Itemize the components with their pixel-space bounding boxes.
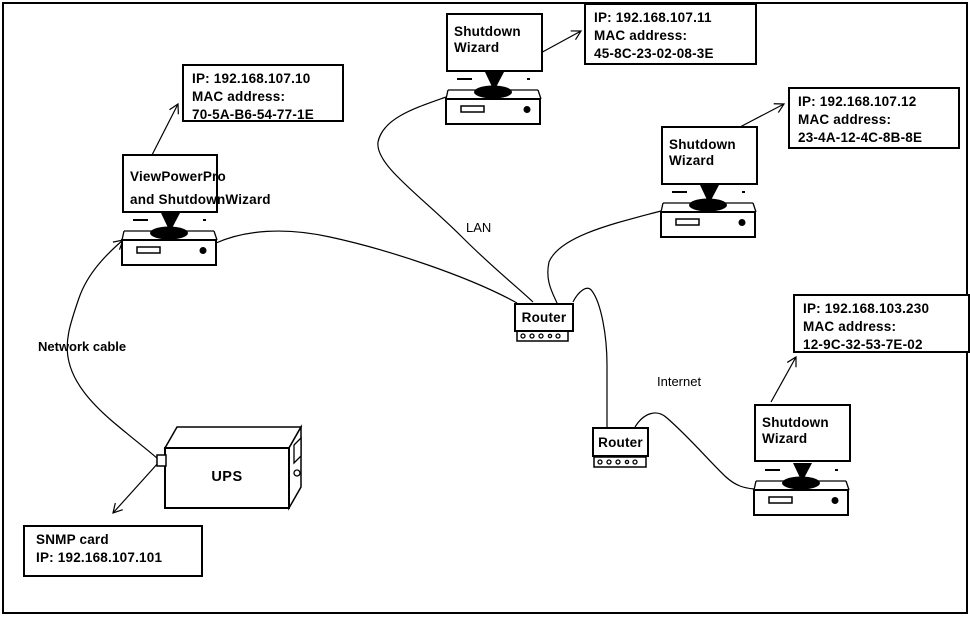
ups-label-text: UPS [211, 469, 243, 485]
callout-line: MAC address: [192, 89, 286, 104]
monitor-label: and ShutdownWizard [130, 192, 271, 207]
computer-bottom-graphic [753, 463, 850, 516]
arrow-pc-mid-to-callout [739, 103, 786, 128]
cable-pc-main-to-router-lan [215, 230, 518, 304]
computer-mid-monitor: Shutdown Wizard [661, 126, 758, 185]
arrow-pc-top-to-callout [536, 30, 583, 56]
lan-label: LAN [466, 220, 492, 235]
monitor-label: ViewPowerPro [130, 169, 226, 184]
ups-graphic [156, 424, 303, 511]
arrow-pc-main-to-callout [151, 102, 179, 156]
router-internet-ports [593, 456, 647, 468]
arrow-ups-to-snmp-callout [112, 461, 160, 514]
monitor-label: Shutdown [454, 24, 521, 39]
computer-main-monitor: ViewPowerPro and ShutdownWizard [122, 154, 271, 213]
snmp-card-slot [156, 454, 167, 467]
callout-ip-pc-bottom: IP: 192.168.103.230 MAC address: 12-9C-3… [793, 294, 970, 353]
callout-line: IP: 192.168.107.10 [192, 71, 311, 86]
computer-bottom-monitor: Shutdown Wizard [754, 404, 851, 462]
callout-line: IP: 192.168.103.230 [803, 301, 930, 316]
computer-main-graphic [121, 213, 218, 266]
cable-pc-top-to-router-lan [377, 96, 534, 303]
callout-line: 70-5A-B6-54-77-1E [192, 107, 314, 122]
cable-router-lan-to-router-internet [572, 287, 608, 427]
arrow-pc-bottom-to-callout [770, 355, 797, 403]
callout-line: 12-9C-32-53-7E-02 [803, 337, 923, 352]
monitor-label: Wizard [454, 40, 500, 55]
monitor-label: Wizard [762, 431, 808, 446]
cable-pc-mid-to-router-lan [547, 210, 662, 304]
network-cable-label: Network cable [38, 339, 127, 354]
computer-mid-graphic [660, 185, 757, 238]
ups-label: UPS [165, 448, 289, 506]
internet-label: Internet [657, 374, 702, 389]
computer-top-graphic [445, 72, 542, 125]
callout-line: IP: 192.168.107.12 [798, 94, 917, 109]
router-internet: Router [592, 427, 649, 457]
monitor-label: Wizard [669, 153, 715, 168]
callout-line: IP: 192.168.107.101 [36, 550, 163, 565]
callout-line: IP: 192.168.107.11 [594, 10, 712, 25]
callout-line: MAC address: [594, 28, 688, 43]
callout-ip-pc-top: IP: 192.168.107.11 MAC address: 45-8C-23… [584, 3, 757, 65]
router-lan-ports [516, 330, 569, 342]
callout-line: MAC address: [803, 319, 897, 334]
cable-router-internet-to-pc-bottom [634, 412, 755, 490]
router-label: Router [521, 310, 567, 325]
callout-ip-pc-mid: IP: 192.168.107.12 MAC address: 23-4A-12… [788, 87, 960, 149]
callout-snmp-card: SNMP card IP: 192.168.107.101 [23, 525, 203, 577]
monitor-label: Shutdown [762, 415, 829, 430]
monitor-label: Shutdown [669, 137, 736, 152]
callout-line: 45-8C-23-02-08-3E [594, 46, 714, 61]
router-label: Router [598, 434, 643, 450]
callout-ip-pc-main: IP: 192.168.107.10 MAC address: 70-5A-B6… [182, 64, 344, 122]
computer-top-monitor: Shutdown Wizard [446, 13, 543, 72]
router-lan: Router [514, 303, 574, 332]
callout-line: MAC address: [798, 112, 892, 127]
callout-line: SNMP card [36, 532, 109, 547]
callout-line: 23-4A-12-4C-8B-8E [798, 130, 923, 145]
cable-ups-to-pc-main [66, 239, 159, 460]
